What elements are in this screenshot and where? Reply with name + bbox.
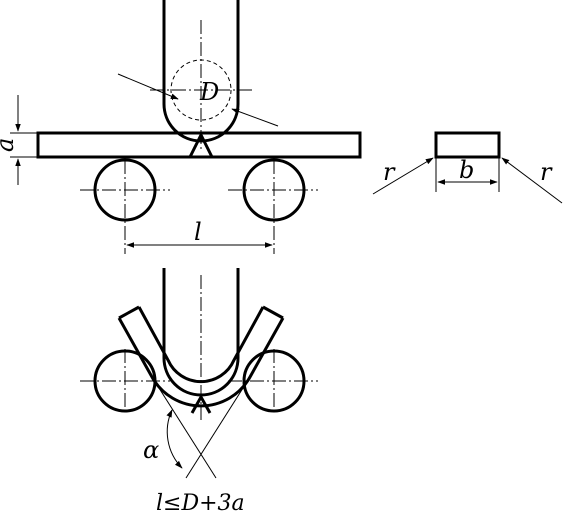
cross-section: b r r bbox=[372, 131, 563, 204]
label-l: l bbox=[194, 218, 202, 246]
label-a: a bbox=[0, 138, 19, 152]
angle-ext-right bbox=[185, 376, 251, 479]
angle-ext-left bbox=[151, 376, 217, 479]
bottom-setup: α l≤D+3a bbox=[80, 268, 318, 516]
dim-d-arrow-2 bbox=[231, 108, 279, 127]
label-d: D bbox=[199, 78, 219, 106]
angle-arc bbox=[166, 409, 183, 469]
label-alpha: α bbox=[143, 436, 159, 464]
bent-specimen-end-right bbox=[262, 305, 284, 320]
dim-d-arrow-1 bbox=[117, 73, 179, 100]
section-rect bbox=[434, 131, 501, 159]
label-r-left: r bbox=[383, 158, 396, 186]
bent-specimen-end-left bbox=[118, 305, 140, 320]
specimen-plate bbox=[36, 131, 362, 159]
radius-arrow-left bbox=[372, 157, 434, 195]
top-setup: D a l bbox=[0, 0, 362, 254]
label-r-right: r bbox=[540, 158, 553, 186]
weld-notch-bottom bbox=[190, 393, 212, 414]
bent-specimen-outer bbox=[117, 317, 285, 408]
radius-arrow-right bbox=[501, 157, 563, 204]
label-b: b bbox=[459, 156, 474, 184]
formula-condition: l≤D+3a bbox=[156, 491, 245, 516]
weld-notch-top bbox=[188, 131, 214, 158]
